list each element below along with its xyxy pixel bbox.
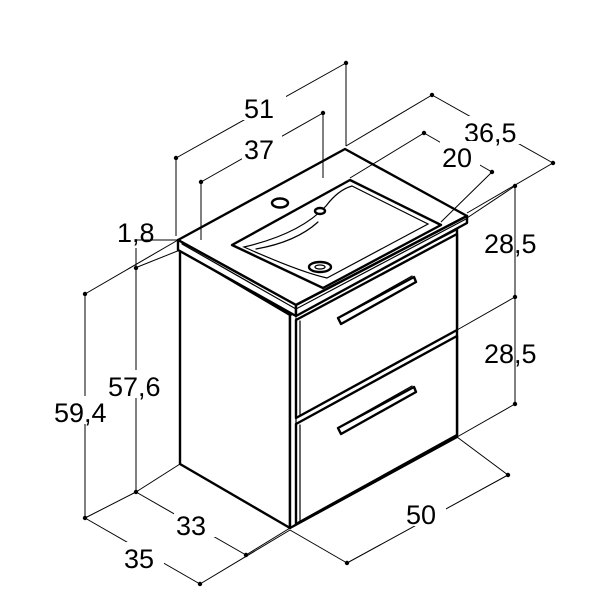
basin-rim xyxy=(230,178,443,290)
dim-label-basin-width: 37 xyxy=(244,135,274,165)
dim-label-width-top: 51 xyxy=(244,94,274,124)
dim-label-drawer-lower: 28,5 xyxy=(484,339,537,369)
lower-drawer xyxy=(294,334,459,526)
dim-label-drawer-upper: 28,5 xyxy=(484,229,537,259)
dimension-lines xyxy=(82,60,556,587)
dim-label-cabinet-height: 57,6 xyxy=(108,372,161,402)
upper-drawer-handle xyxy=(336,275,418,326)
dim-label-total-depth: 35 xyxy=(124,544,154,574)
dimension-labels: 51 37 36,5 20 28,5 28,5 1,8 57,6 59,4 33… xyxy=(52,92,537,574)
lower-drawer-handle xyxy=(336,385,418,436)
basin-drain xyxy=(307,260,333,274)
overflow-hole xyxy=(313,206,327,216)
basin xyxy=(230,178,443,290)
tap-hole xyxy=(270,197,290,209)
dim-label-cabinet-depth: 33 xyxy=(176,511,206,541)
dim-label-cabinet-width: 50 xyxy=(406,500,436,530)
dim-label-top-thickness: 1,8 xyxy=(117,218,155,248)
dim-label-total-height: 59,4 xyxy=(54,398,107,428)
basin-bowl xyxy=(242,185,430,279)
dim-label-basin-depth: 20 xyxy=(442,143,472,173)
